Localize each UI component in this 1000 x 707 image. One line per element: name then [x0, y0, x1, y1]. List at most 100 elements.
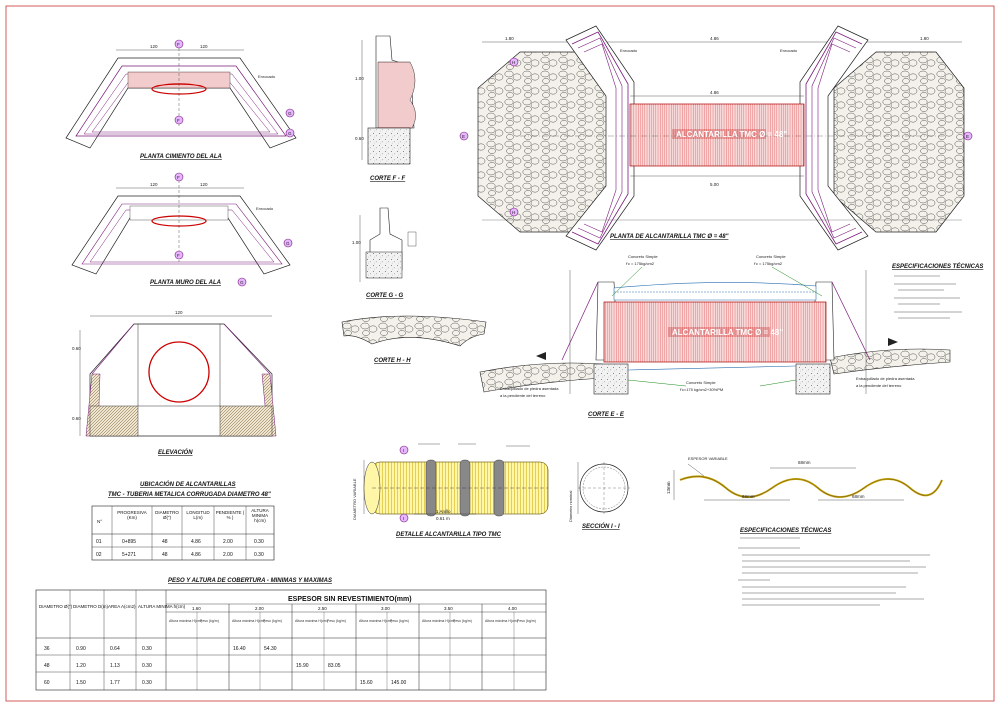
- ub-r1c3: 4.86: [191, 552, 201, 558]
- svg-text:120: 120: [175, 310, 183, 315]
- label-concreto-1b: f'c = 175kg/cm2: [626, 261, 655, 266]
- sh1b: Peso (kg/m): [263, 619, 282, 623]
- ub-r1c2: 48: [162, 552, 168, 558]
- t2: 2.50: [318, 606, 327, 611]
- title-corte-hh: CORTE H - H: [374, 358, 411, 364]
- subtitle-ubicacion: TMC - TUBERIA METALICA CORRUGADA DIAMETR…: [108, 492, 271, 498]
- t4: 3.50: [444, 606, 453, 611]
- marker-e-right: E: [966, 134, 969, 139]
- col-altura: ALTURA MINIMA h(cm): [138, 604, 186, 609]
- label-diametro-variable: DIAMETRO VARIABLE: [352, 478, 357, 520]
- svg-text:5.00: 5.00: [710, 182, 719, 187]
- corrugation-detail: ESPESOR VARIABLE 13mm 68mm 68mm 68mm: [666, 456, 943, 501]
- svg-text:Enrocado: Enrocado: [256, 206, 274, 211]
- svg-text:4.86: 4.86: [710, 36, 719, 41]
- cover-cell-r0c6: 16.40: [233, 646, 246, 652]
- ub-h1: PROGRESIVA (Km): [117, 510, 147, 520]
- label-concreto-2: Concreto Simple: [756, 254, 786, 259]
- svg-text:Enrocado: Enrocado: [620, 48, 638, 53]
- svg-text:0.60: 0.60: [72, 346, 81, 351]
- cover-cell-r2c3: 0.30: [142, 680, 152, 686]
- t5: 4.00: [508, 606, 517, 611]
- cover-cell-r0c3: 0.30: [142, 646, 152, 652]
- svg-text:120: 120: [150, 182, 158, 187]
- title-elevacion: ELEVACIÓN: [158, 449, 193, 456]
- t3: 3.00: [381, 606, 390, 611]
- sh0b: Peso (kg/m): [200, 619, 219, 623]
- marker-g-top: G: [288, 111, 292, 116]
- marker-f-top-2: F: [177, 175, 180, 180]
- title-planta-muro: PLANTA MURO DEL ALA: [150, 280, 221, 286]
- svg-text:120: 120: [200, 44, 208, 49]
- label-concreto-1: Concreto Simple: [628, 254, 658, 259]
- sh2b: Peso (kg/m): [327, 619, 346, 623]
- sh5a: Altura máxima H(cm): [485, 619, 518, 623]
- svg-text:0.60: 0.60: [355, 136, 364, 141]
- sh3a: Altura máxima H(cm): [359, 619, 392, 623]
- title-ubicacion: UBICACIÓN DE ALCANTARILLAS: [140, 481, 236, 488]
- marker-i-bottom: I: [403, 516, 404, 521]
- cover-cell-r1c1: 1.20: [76, 663, 86, 669]
- planta-alcantarilla-view: 1.80 4.86 1.80 4.86 5.00 ALCANTARILLA TM…: [459, 25, 973, 251]
- label-empedrado-1: Enbaquillado de piedra asentada: [500, 386, 559, 391]
- label-alcantarilla-corte: ALCANTARILLA TMC Ø = 48": [672, 328, 783, 337]
- corte-hh-view: CORTE H - H: [341, 315, 487, 364]
- label-concreto-3b: f'c=175 kg/cm2+30%PM: [680, 387, 723, 392]
- sh4b: Peso (kg/m): [453, 619, 472, 623]
- col-diametro: DIAMETRO Ø("): [39, 604, 73, 609]
- ubicacion-table: UBICACIÓN DE ALCANTARILLAS TMC - TUBERIA…: [91, 481, 275, 561]
- label-espesor-variable: ESPESOR VARIABLE: [688, 456, 728, 461]
- svg-text:1.80: 1.80: [505, 36, 514, 41]
- sh1a: Altura máxima H(cm): [232, 619, 265, 623]
- cover-cell-r2c0: 60: [44, 680, 50, 686]
- cover-cell-r0c7: 54.30: [264, 646, 277, 652]
- marker-g-bottom-2: G: [240, 280, 244, 285]
- svg-text:Enrocado: Enrocado: [258, 74, 276, 79]
- svg-text:120: 120: [200, 182, 208, 187]
- ub-r0c5: 0.30: [254, 539, 264, 545]
- ub-r0c0: 01: [96, 539, 102, 545]
- t1: 2.00: [255, 606, 264, 611]
- sh5b: Peso (kg/m): [517, 619, 536, 623]
- sheet-border: [5, 5, 995, 702]
- label-onda-3: 68mm: [852, 494, 865, 499]
- ub-h5: ALTURA MINIMA h(cm): [251, 508, 269, 523]
- ub-r1c5: 0.30: [254, 552, 264, 558]
- marker-i-top: I: [403, 448, 404, 453]
- sh2a: Altura máxima H(cm): [295, 619, 328, 623]
- elevacion-view: 120 0.60 0.60 ELEVACIÓN: [72, 310, 277, 456]
- svg-text:4.86: 4.86: [710, 90, 719, 95]
- cover-cell-r1c3: 0.30: [142, 663, 152, 669]
- cover-cell-r2c1: 1.50: [76, 680, 86, 686]
- detalle-tmc-view: DIAMETRO VARIABLE 1 Anillo 0.61 m I I DE…: [352, 443, 549, 538]
- marker-g-bottom: G: [288, 131, 292, 136]
- label-onda-1: 68mm: [798, 460, 811, 465]
- cover-cell-r2c2: 1.77: [110, 680, 120, 686]
- label-concreto-3: Concreto Simple: [686, 380, 716, 385]
- cover-cell-r0c1: 0.90: [76, 646, 86, 652]
- especificaciones-block-1: ESPECIFICACIONES TÉCNICAS: [892, 262, 983, 319]
- header-espesor: ESPESOR SIN REVESTIMIENTO(mm): [288, 596, 412, 603]
- svg-text:1.00: 1.00: [352, 240, 361, 245]
- label-alcantarilla-plan: ALCANTARILLA TMC Ø = 48": [676, 130, 787, 139]
- label-anillo-b: 0.61 m: [436, 516, 450, 521]
- corte-gg-view: 1.00 CORTE G - G: [352, 207, 417, 299]
- marker-e-left: E: [462, 134, 465, 139]
- cover-cell-r1c2: 1.13: [110, 663, 120, 669]
- title-detalle-tmc: DETALLE ALCANTARILLA TIPO TMC: [396, 532, 502, 538]
- especificaciones-block-2: ESPECIFICACIONES TÉCNICAS: [738, 526, 930, 606]
- title-peso-altura: PESO Y ALTURA DE COBERTURA - MINIMAS Y M…: [168, 578, 332, 584]
- sh4a: Altura máxima H(cm): [422, 619, 455, 623]
- label-anillo: 1 Anillo: [436, 509, 451, 514]
- svg-text:120: 120: [150, 44, 158, 49]
- title-seccion-ii: SECCIÓN I - I: [582, 523, 620, 530]
- label-onda-2: 68mm: [742, 494, 755, 499]
- ub-h0: N°: [97, 519, 102, 524]
- cover-cell-r1c8: 15.90: [296, 663, 309, 669]
- ub-r1c4: 2.00: [223, 552, 233, 558]
- cover-table: PESO Y ALTURA DE COBERTURA - MINIMAS Y M…: [35, 578, 547, 691]
- sh3b: Peso (kg/m): [390, 619, 409, 623]
